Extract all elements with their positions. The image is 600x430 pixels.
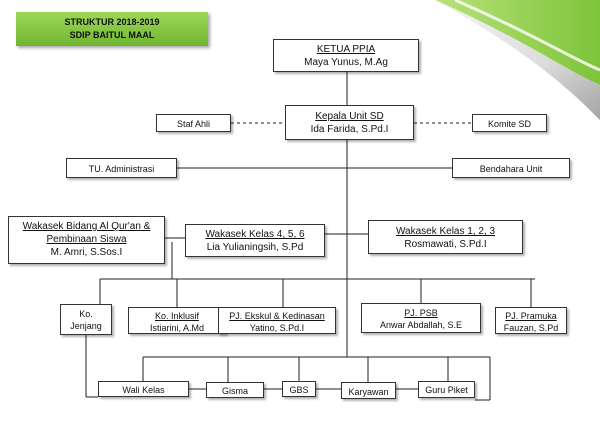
ko-inklusif-role: Ko. Inklusif: [154, 311, 200, 321]
gbs-label: GBS: [289, 385, 309, 395]
node-komite: Komite SD: [472, 114, 547, 132]
pj-psb-name: Anwar Abdallah, S.E: [379, 320, 463, 330]
pj-psb-role: PJ. PSB: [404, 308, 438, 318]
ko-jenjang-line2: Jenjang: [70, 321, 102, 331]
node-wali-kelas: Wali Kelas: [98, 381, 189, 397]
node-gisma: Gisma: [206, 382, 264, 398]
node-staf-ahli: Staf Ahli: [156, 114, 231, 132]
wali-kelas-label: Wali Kelas: [122, 385, 165, 395]
pj-pramuka-name: Fauzan, S.Pd: [503, 323, 559, 333]
node-karyawan: Karyawan: [341, 382, 396, 399]
node-wakasek-123: Wakasek Kelas 1, 2, 3 Rosmawati, S.Pd.I: [368, 220, 523, 254]
node-ko-jenjang: Ko. Jenjang: [60, 304, 112, 335]
node-kepala-unit: Kepala Unit SD Ida Farida, S.Pd.I: [285, 105, 414, 140]
node-bendahara: Bendahara Unit: [452, 158, 570, 178]
pj-ekskul-role: PJ. Ekskul & Kedinasan: [229, 311, 325, 321]
wakasek-quran-role1: Wakasek Bidang Al Qur'an &: [22, 221, 151, 232]
gisma-label: Gisma: [221, 386, 248, 396]
node-ko-inklusif: Ko. Inklusif Istiarini, A.Md: [128, 307, 226, 334]
wakasek-quran-role2: Pembinaan Siswa: [46, 234, 127, 245]
wakasek-456-role: Wakasek Kelas 4, 5, 6: [205, 229, 305, 240]
wakasek-456-name: Lia Yulianingsih, S.Pd: [206, 242, 304, 253]
kepala-role: Kepala Unit SD: [315, 111, 384, 122]
guru-piket-label: Guru Piket: [425, 385, 468, 395]
node-wakasek-456: Wakasek Kelas 4, 5, 6 Lia Yulianingsih, …: [185, 224, 325, 257]
staf-ahli-label: Staf Ahli: [176, 119, 211, 129]
ko-inklusif-name: Istiarini, A.Md: [149, 323, 205, 333]
node-gbs: GBS: [282, 381, 316, 397]
wakasek-quran-name: M. Amri, S.Sos.I: [50, 247, 123, 258]
chart-title-line1: STRUKTUR 2018-2019: [64, 17, 160, 27]
bendahara-label: Bendahara Unit: [479, 164, 543, 174]
node-pj-pramuka: PJ. Pramuka Fauzan, S.Pd: [495, 307, 567, 334]
ketua-role: KETUA PPIA: [316, 44, 376, 55]
komite-label: Komite SD: [487, 119, 531, 129]
chart-title-line2: SDIP BAITUL MAAL: [69, 30, 155, 40]
node-ketua-ppia: KETUA PPIA Maya Yunus, M.Ag: [273, 39, 419, 72]
node-pj-ekskul: PJ. Ekskul & Kedinasan Yatino, S.Pd.I: [218, 307, 336, 334]
node-wakasek-quran: Wakasek Bidang Al Qur'an & Pembinaan Sis…: [8, 216, 165, 264]
node-guru-piket: Guru Piket: [418, 381, 475, 398]
pj-pramuka-role: PJ. Pramuka: [505, 311, 557, 321]
chart-title-box: STRUKTUR 2018-2019 SDIP BAITUL MAAL: [16, 12, 208, 46]
pj-ekskul-name: Yatino, S.Pd.I: [249, 323, 305, 333]
wakasek-123-name: Rosmawati, S.Pd.I: [404, 239, 487, 250]
page-curl-decoration: [435, 0, 600, 120]
wakasek-123-role: Wakasek Kelas 1, 2, 3: [395, 226, 496, 237]
node-pj-psb: PJ. PSB Anwar Abdallah, S.E: [361, 303, 481, 333]
ko-jenjang-line1: Ko.: [79, 309, 93, 319]
ketua-name: Maya Yunus, M.Ag: [304, 57, 388, 68]
tu-label: TU. Administrasi: [88, 164, 155, 174]
node-tu-administrasi: TU. Administrasi: [66, 158, 177, 178]
karyawan-label: Karyawan: [348, 387, 389, 397]
kepala-name: Ida Farida, S.Pd.I: [310, 124, 389, 135]
